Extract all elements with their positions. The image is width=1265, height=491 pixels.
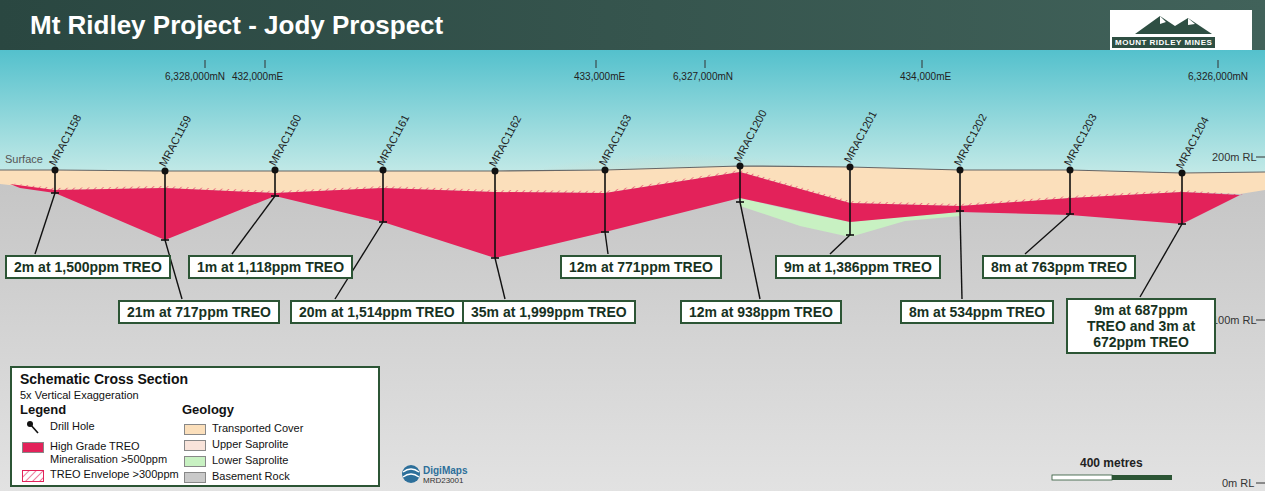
legend-heading: Geology	[182, 402, 234, 418]
label: 0m RL	[1222, 476, 1254, 490]
label: Surface	[5, 152, 43, 166]
drill-holes	[51, 166, 1186, 258]
intercept-text: 9m at 687ppm TREO and 3m at 672ppm TREO	[1087, 302, 1195, 350]
coordinate-ticks	[205, 60, 1218, 68]
title-bar	[0, 0, 1265, 50]
legend-text: Upper Saprolite	[212, 438, 288, 451]
intercept-text: 12m at 771ppm TREO	[569, 259, 713, 275]
envelope-swatch	[22, 468, 44, 482]
label: 100m RL	[1212, 313, 1257, 327]
intercept-text: 8m at 763ppm TREO	[991, 259, 1127, 275]
drill-hole-symbol	[22, 420, 44, 434]
intercept-text: 35m at 1,999ppm TREO	[471, 304, 627, 320]
intercept-callout: 9m at 687ppm TREO and 3m at 672ppm TREO	[1066, 298, 1216, 354]
intercept-callout: 1m at 1,118ppm TREO	[188, 255, 353, 279]
intercept-text: 21m at 717ppm TREO	[127, 304, 271, 320]
mineralisation	[10, 172, 1240, 258]
legend-swatch	[184, 440, 206, 451]
label: 400 metres	[1080, 456, 1143, 471]
legend-swatch	[184, 472, 206, 483]
scale-bar	[1052, 475, 1172, 480]
intercept-callout: 35m at 1,999ppm TREO	[462, 300, 636, 324]
intercept-callout: 12m at 938ppm TREO	[680, 300, 842, 324]
intercept-callout: 12m at 771ppm TREO	[560, 255, 722, 279]
basement-rock	[0, 166, 1265, 491]
collars	[52, 163, 1186, 177]
intercept-callout: 8m at 534ppm TREO	[900, 300, 1054, 324]
intercept-callout: 8m at 763ppm TREO	[982, 255, 1136, 279]
surface-line	[0, 166, 1265, 173]
intercept-text: 2m at 1,500ppm TREO	[14, 259, 162, 275]
label: 6,328,000mN	[165, 70, 225, 83]
legend-box: Schematic Cross Section5x Vertical Exagg…	[10, 366, 380, 487]
legend-text: Basement Rock	[212, 470, 290, 483]
intercept-text: 9m at 1,386ppm TREO	[784, 259, 932, 275]
label: 6,327,000mN	[673, 70, 733, 83]
intercept-callout: 9m at 1,386ppm TREO	[775, 255, 941, 279]
rl-ticks	[1256, 157, 1265, 483]
intercept-text: 12m at 938ppm TREO	[689, 304, 833, 320]
label: DigiMaps	[423, 464, 467, 477]
legend-text: Drill Hole	[50, 420, 95, 433]
legend-heading: Legend	[20, 402, 66, 418]
legend-heading: 5x Vertical Exaggeration	[20, 388, 139, 402]
digimaps-logo	[402, 465, 420, 483]
legend-text: Transported Cover	[212, 422, 303, 435]
intercept-callout: 20m at 1,514ppm TREO	[290, 300, 464, 324]
legend-heading: Schematic Cross Section	[20, 371, 188, 388]
label: 433,000mE	[574, 70, 625, 83]
legend-text: TREO Envelope >300ppm	[50, 468, 179, 481]
label: 434,000mE	[900, 70, 951, 83]
legend-swatch	[22, 442, 44, 453]
intercept-text: 20m at 1,514ppm TREO	[299, 304, 455, 320]
intercept-text: 1m at 1,118ppm TREO	[197, 259, 344, 275]
legend-text: Lower Saprolite	[212, 454, 288, 467]
label: 200m RL	[1212, 150, 1257, 164]
label: 6,326,000mN	[1188, 70, 1248, 83]
label: MRD23001	[423, 475, 463, 486]
label: MOUNT RIDLEY MINES	[1112, 37, 1215, 48]
title: Mt Ridley Project - Jody Prospect	[30, 10, 443, 40]
legend-text: High Grade TREO Mineralisation >500ppm	[50, 440, 178, 466]
leader-lines	[35, 193, 1182, 299]
label: 432,000mE	[232, 70, 283, 83]
legend-swatch	[184, 456, 206, 467]
intercept-text: 8m at 534ppm TREO	[909, 304, 1045, 320]
intercept-callout: 21m at 717ppm TREO	[118, 300, 280, 324]
company-logo	[1110, 10, 1252, 50]
intercept-callout: 2m at 1,500ppm TREO	[5, 255, 171, 279]
legend-swatch	[184, 424, 206, 435]
